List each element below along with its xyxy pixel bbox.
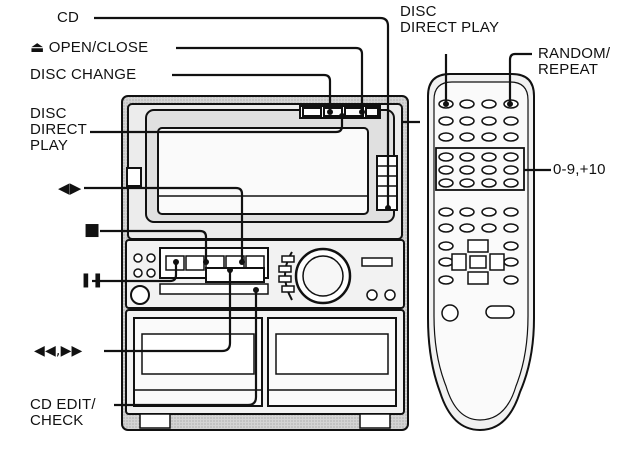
callout-leader-lines bbox=[84, 16, 551, 407]
stereo-unit bbox=[121, 95, 409, 431]
label-cd-edit-check-line: CD EDIT/ bbox=[30, 396, 96, 413]
label-disc-direct-play-left-line: DIRECT bbox=[30, 121, 88, 138]
label-disc-change: DISC CHANGE bbox=[30, 66, 137, 83]
callout-arrowheads bbox=[173, 101, 513, 293]
label-disc-direct-play-left-line: PLAY bbox=[30, 137, 69, 154]
label-cd: CD bbox=[57, 9, 80, 26]
label-skip-icons: ◀◀,▶▶ bbox=[34, 343, 83, 359]
remote-control bbox=[427, 73, 535, 432]
label-cd-edit-check-line: CHECK bbox=[30, 412, 84, 429]
label-disc-direct-play-right-line: DISC bbox=[400, 3, 437, 20]
label-disc-direct-play-left: DISC DIRECT PLAY bbox=[30, 106, 87, 154]
label-stop-icon: ■ bbox=[84, 220, 101, 240]
label-play-icon: ◀▶ bbox=[58, 179, 82, 197]
label-random-repeat: RANDOM/ REPEAT bbox=[538, 46, 610, 78]
label-random-repeat-line: REPEAT bbox=[538, 61, 599, 78]
label-pause-icon: ❚❚ bbox=[80, 272, 104, 288]
label-disc-direct-play-right: DISC DIRECT PLAY bbox=[400, 4, 499, 36]
label-numbers: 0-9,+10 bbox=[553, 161, 606, 178]
label-disc-direct-play-left-line: DISC bbox=[30, 105, 67, 122]
label-disc-direct-play-right-line: DIRECT PLAY bbox=[400, 19, 500, 36]
label-cd-edit-check: CD EDIT/ CHECK bbox=[30, 397, 96, 429]
label-random-repeat-line: RANDOM/ bbox=[538, 45, 611, 62]
label-open-close: ⏏ OPEN/CLOSE bbox=[30, 39, 149, 56]
